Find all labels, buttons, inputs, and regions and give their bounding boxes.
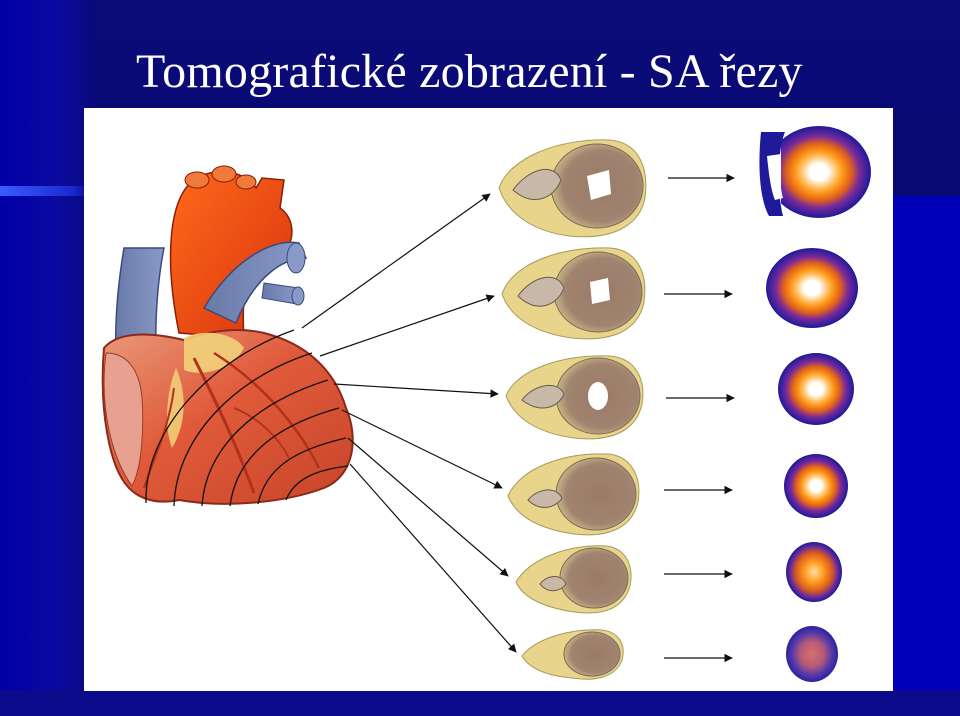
- figure-canvas: [101, 124, 871, 682]
- scan-arrows: [664, 173, 735, 663]
- perfusion-scan-icon: [759, 124, 871, 682]
- arrow-icon: [341, 409, 503, 489]
- heart-illustration-icon: [101, 165, 354, 507]
- arrow-icon: [301, 193, 491, 329]
- slide-title: Tomografické zobrazení - SA řezy: [136, 45, 803, 98]
- tissue-slice-icon: [498, 139, 647, 680]
- background-right-block: [890, 196, 960, 716]
- arrow-icon: [347, 437, 509, 577]
- arrow-icon: [333, 383, 499, 398]
- arrow-icon: [349, 463, 517, 653]
- background-left-stripe: [0, 0, 96, 716]
- figure-panel: [84, 108, 893, 691]
- slice-planes: [145, 329, 349, 507]
- background-accent-stripe: [0, 186, 90, 196]
- slice-arrows: [301, 193, 517, 653]
- arrow-icon: [319, 294, 495, 357]
- background-bottom-band: [0, 690, 960, 716]
